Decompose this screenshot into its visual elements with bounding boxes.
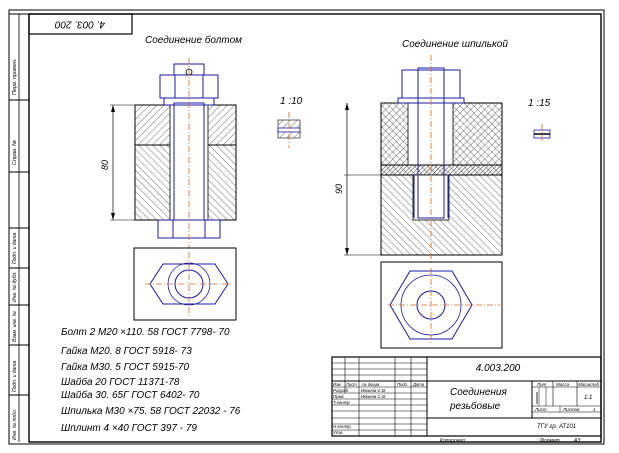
side-label-2: Справ. № [12, 140, 18, 165]
sheet-label: Лист [534, 407, 547, 412]
mass-label: Масса [556, 382, 570, 387]
part-item: Гайка М30. 5 ГОСТ 5915-70 [61, 362, 189, 373]
parts-list: Болт 2 М20 ×110. 58 ГОСТ 7798- 70 Гайка … [61, 327, 241, 434]
top-stamp-code: 4. 003. 200 [55, 18, 105, 29]
side-label-6: Подп. и дата [12, 360, 18, 392]
stud-top-view [380, 261, 503, 349]
part-item: Шпилька М30 ×75. 58 ГОСТ 22032 - 76 [61, 406, 241, 417]
part-item: Шайба 30. 65Г ГОСТ 6402- 70 [61, 389, 200, 401]
hdr-date: Дата [412, 382, 425, 387]
role-razrab: Разраб. [333, 388, 349, 393]
side-label-3: Подп. и дата [12, 232, 18, 264]
side-label-7: Инв. № подл. [12, 409, 18, 440]
side-label-1: Перв. примен. [12, 58, 18, 95]
name-razrab: Иванов С.В. [361, 388, 386, 393]
part-item: Болт 2 М20 ×110. 58 ГОСТ 7798- 70 [61, 327, 230, 338]
hdr-list: Лист [345, 382, 357, 387]
hdr-sign: Подп. [397, 382, 408, 387]
part-item: Шплинт 4 ×40 ГОСТ 397 - 79 [61, 423, 197, 434]
side-strip: Перв. примен. Справ. № Подп. и дата Инв.… [9, 13, 29, 442]
doc-name-line2: резьбовые [449, 400, 501, 412]
top-stamp: 4. 003. 200 [28, 13, 133, 35]
bolt-top-view [133, 247, 237, 321]
role-prov: Пров. [333, 394, 345, 399]
bolt-assembly: 80 [100, 58, 237, 248]
title-block-text: 4.003.200 Изм Лист № докум. Подп. Дата Р… [333, 363, 599, 444]
hdr-izm: Изм [333, 382, 341, 387]
lit-label: Лит [536, 382, 547, 387]
doc-name-line1: Соединения [450, 387, 507, 398]
doc-code: 4.003.200 [476, 363, 521, 374]
copied-label: Копировал [440, 438, 465, 444]
detail-bolt [277, 112, 301, 148]
part-item: Шайба 20 ГОСТ 11371-78 [61, 376, 180, 388]
scale-label: Масштаб [578, 382, 599, 387]
dim-stud: 90 [334, 184, 344, 194]
role-nkontr: Н.контр [333, 424, 351, 429]
scale-stud: 1 :15 [528, 98, 551, 109]
part-item: Гайка М20. 8 ГОСТ 5918- 73 [61, 346, 192, 357]
title-block [331, 356, 602, 437]
scale-value: 1:1 [584, 395, 592, 401]
hdr-doc: № докум. [362, 382, 380, 387]
side-label-5: Взам. инв. № [12, 310, 18, 342]
role-tkontr: Т.контр [333, 400, 350, 405]
stud-assembly: 90 [334, 55, 503, 262]
detail-stud [533, 124, 551, 142]
format-value: А3 [573, 438, 580, 444]
side-label-4: Инв. № дубл. [12, 271, 18, 302]
sheets-label: Листов [562, 407, 580, 412]
sheet-outer-frame [8, 9, 605, 445]
title-bolt: Соединение болтом [145, 34, 242, 46]
role-utv: Утв. [333, 430, 343, 435]
title-stud: Соединение шпилькой [402, 39, 508, 50]
scale-bolt: 1 :10 [280, 96, 303, 107]
sheets-value: 1 [593, 407, 596, 412]
format-label: Формат [540, 438, 560, 444]
name-prov: Иванов С.В. [361, 394, 386, 399]
org: ТГУ гр. АТ101 [537, 424, 576, 430]
dim-bolt: 80 [100, 160, 110, 170]
